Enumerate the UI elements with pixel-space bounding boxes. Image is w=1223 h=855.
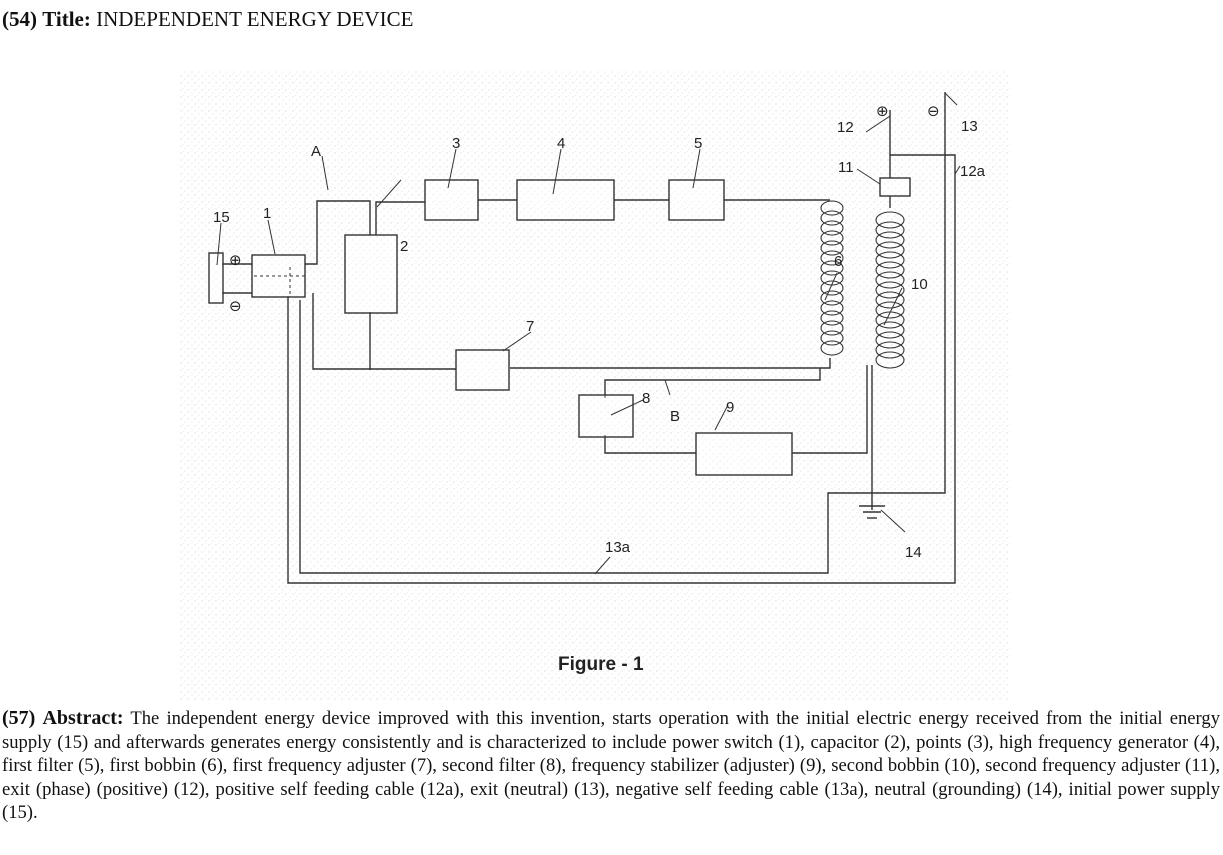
coil-loop [820,220,844,236]
coil-loop [820,310,844,326]
ground-symbol-14 [859,505,885,519]
coil-loop [820,290,844,306]
label-4: 4 [557,135,565,152]
coil-loop [875,271,905,289]
wire-12a [287,154,956,584]
minus-symbol-exit: ⊖ [927,103,940,120]
coil-loop [820,230,844,246]
label-10: 10 [911,276,928,293]
label-1: 1 [263,205,271,222]
scan-noise-background [180,70,1010,700]
circuit-diagram: 15 1 A 2 3 4 5 6 7 8 B 9 10 11 12 12a 13… [180,70,1010,700]
coil-loop [875,341,905,359]
component-6-first-bobbin [820,200,844,356]
coil-loop [875,221,905,239]
patent-title-line: (54) Title: INDEPENDENT ENERGY DEVICE [2,6,413,32]
wire-A [305,200,371,265]
wire-cap-to-points [375,201,425,235]
abstract-section: (57) Abstract: The independent energy de… [2,707,1220,825]
component-7-first-freq-adjuster [455,349,510,391]
coil-loop [875,301,905,319]
component-10-second-bobbin [875,211,905,369]
component-8-second-filter [578,394,634,438]
label-A: A [311,143,321,160]
coil-loop [875,291,905,309]
coil-loop [875,211,905,229]
plus-symbol-exit: ⊕ [876,103,889,120]
coil-loop [875,231,905,249]
coil-loop [820,340,844,356]
figure-caption: Figure - 1 [558,654,644,675]
title-field-label: Title: [42,7,91,31]
component-15-power-supply [208,252,224,304]
coil-loop [820,240,844,256]
label-14: 14 [905,544,922,561]
abstract-field-label: Abstract: [42,707,124,729]
title-field-number: (54) [2,7,37,31]
wire-to-7 [312,293,456,370]
coil-loop [875,331,905,349]
coil-loop [875,251,905,269]
coil-loop [875,351,905,369]
label-9: 9 [726,399,734,416]
component-4-hf-generator [516,179,615,221]
label-12: 12 [837,119,854,136]
label-2: 2 [400,238,408,255]
coil-loop [820,210,844,226]
label-13a: 13a [605,539,631,556]
wire-B [604,368,821,398]
coil-loop [875,261,905,279]
wire-7-6 [510,358,831,369]
minus-symbol-supply: ⊖ [229,298,242,315]
label-15: 15 [213,209,230,226]
wires [222,92,956,584]
abstract-text: The independent energy device improved w… [2,708,1220,824]
component-9-freq-stabilizer [695,432,793,476]
coil-loop [875,281,905,299]
coil-loop [875,321,905,339]
label-8: 8 [642,390,650,407]
label-7: 7 [526,318,534,335]
coil-loop [820,250,844,266]
wire-8-9 [604,435,696,454]
label-5: 5 [694,135,702,152]
coil-loop [820,200,844,216]
abstract-field-number: (57) [2,707,36,729]
label-11: 11 [838,159,854,176]
coil-loop [820,280,844,296]
coil-loop [820,260,844,276]
label-6: 6 [834,253,842,270]
label-B: B [670,408,680,425]
coil-loop [875,241,905,259]
label-12a: 12a [960,163,986,180]
patent-title: INDEPENDENT ENERGY DEVICE [96,7,414,31]
component-11-second-freq-adjuster [879,177,911,197]
coil-loop [820,330,844,346]
wire-9-10 [792,365,868,454]
component-3-points [424,179,479,221]
coil-loop [820,300,844,316]
component-2-capacitor [344,234,398,314]
leader-lines [216,92,961,575]
label-3: 3 [452,135,460,152]
wire-13a [299,92,946,574]
plus-symbol-supply: ⊕ [229,252,242,269]
label-13: 13 [961,118,978,135]
component-5-first-filter [668,179,725,221]
coil-loop [820,320,844,336]
circuit-figure: 15 1 A 2 3 4 5 6 7 8 B 9 10 11 12 12a 13… [180,60,1010,700]
